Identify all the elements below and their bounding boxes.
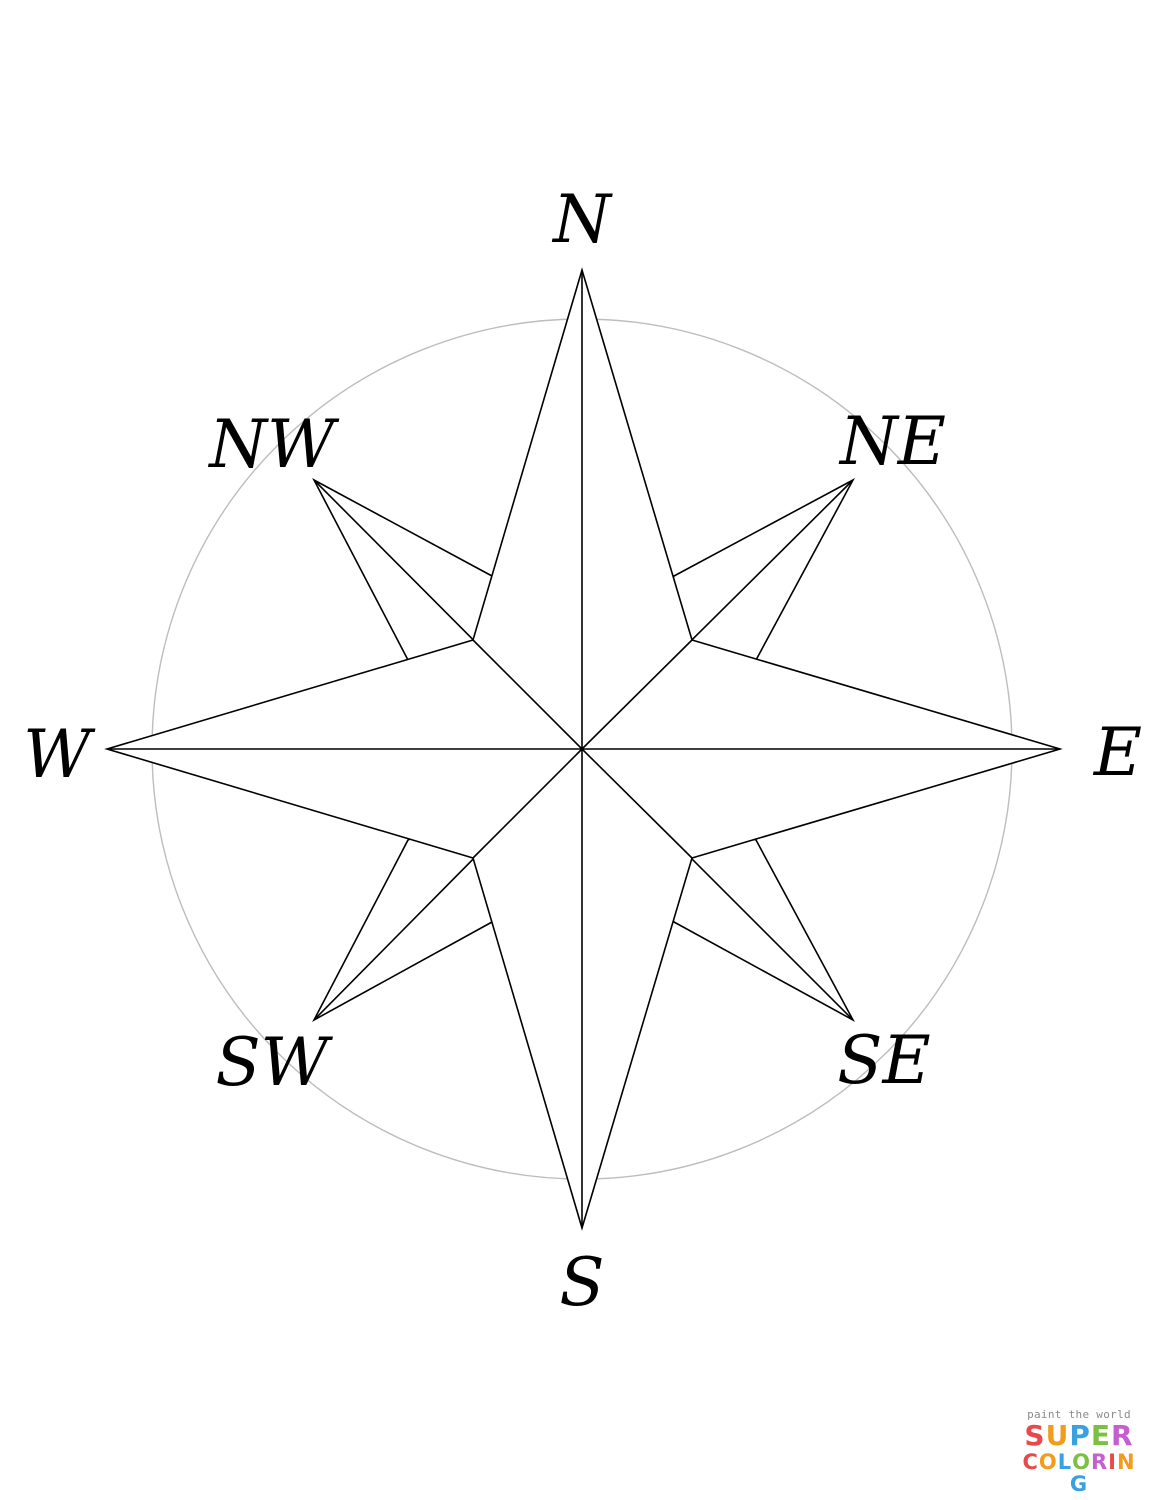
- logo-letter: P: [1069, 1419, 1091, 1452]
- logo-tagline: paint the world: [1027, 1408, 1131, 1421]
- logo-letter: N: [1116, 1450, 1136, 1474]
- label-south: S: [559, 1244, 604, 1321]
- logo-word-coloring: COLORING: [1016, 1451, 1142, 1495]
- inner-diagonal-nw: [472, 639, 583, 750]
- logo-letter: R: [1111, 1419, 1134, 1452]
- logo-letter: I: [1108, 1450, 1117, 1474]
- inner-diagonal-ne: [581, 639, 693, 750]
- logo-letter: O: [1072, 1450, 1091, 1474]
- inner-diagonal-sw: [472, 748, 583, 859]
- logo-letter: O: [1038, 1450, 1058, 1474]
- logo-letter: L: [1057, 1450, 1073, 1474]
- super-coloring-logo: paint the world SUPER COLORING: [1016, 1408, 1142, 1495]
- label-southeast: SE: [837, 1022, 930, 1099]
- label-northeast: NE: [838, 403, 946, 480]
- logo-letter: R: [1090, 1450, 1109, 1474]
- logo-letter: E: [1090, 1419, 1112, 1452]
- label-west: W: [23, 716, 96, 793]
- label-northwest: NW: [207, 406, 340, 483]
- label-east: E: [1093, 714, 1142, 791]
- direction-labels: N NE E SE S SW W NW: [23, 181, 1142, 1321]
- logo-letter: S: [1024, 1419, 1046, 1452]
- logo-letter: G: [1069, 1472, 1089, 1496]
- logo-word-super: SUPER: [1016, 1422, 1142, 1450]
- inner-diagonal-se: [581, 748, 693, 859]
- logo-letter: U: [1045, 1419, 1070, 1452]
- cardinal-star: [104, 267, 1063, 1231]
- label-north: N: [551, 181, 613, 258]
- label-southwest: SW: [215, 1024, 333, 1101]
- logo-letter: C: [1022, 1450, 1039, 1474]
